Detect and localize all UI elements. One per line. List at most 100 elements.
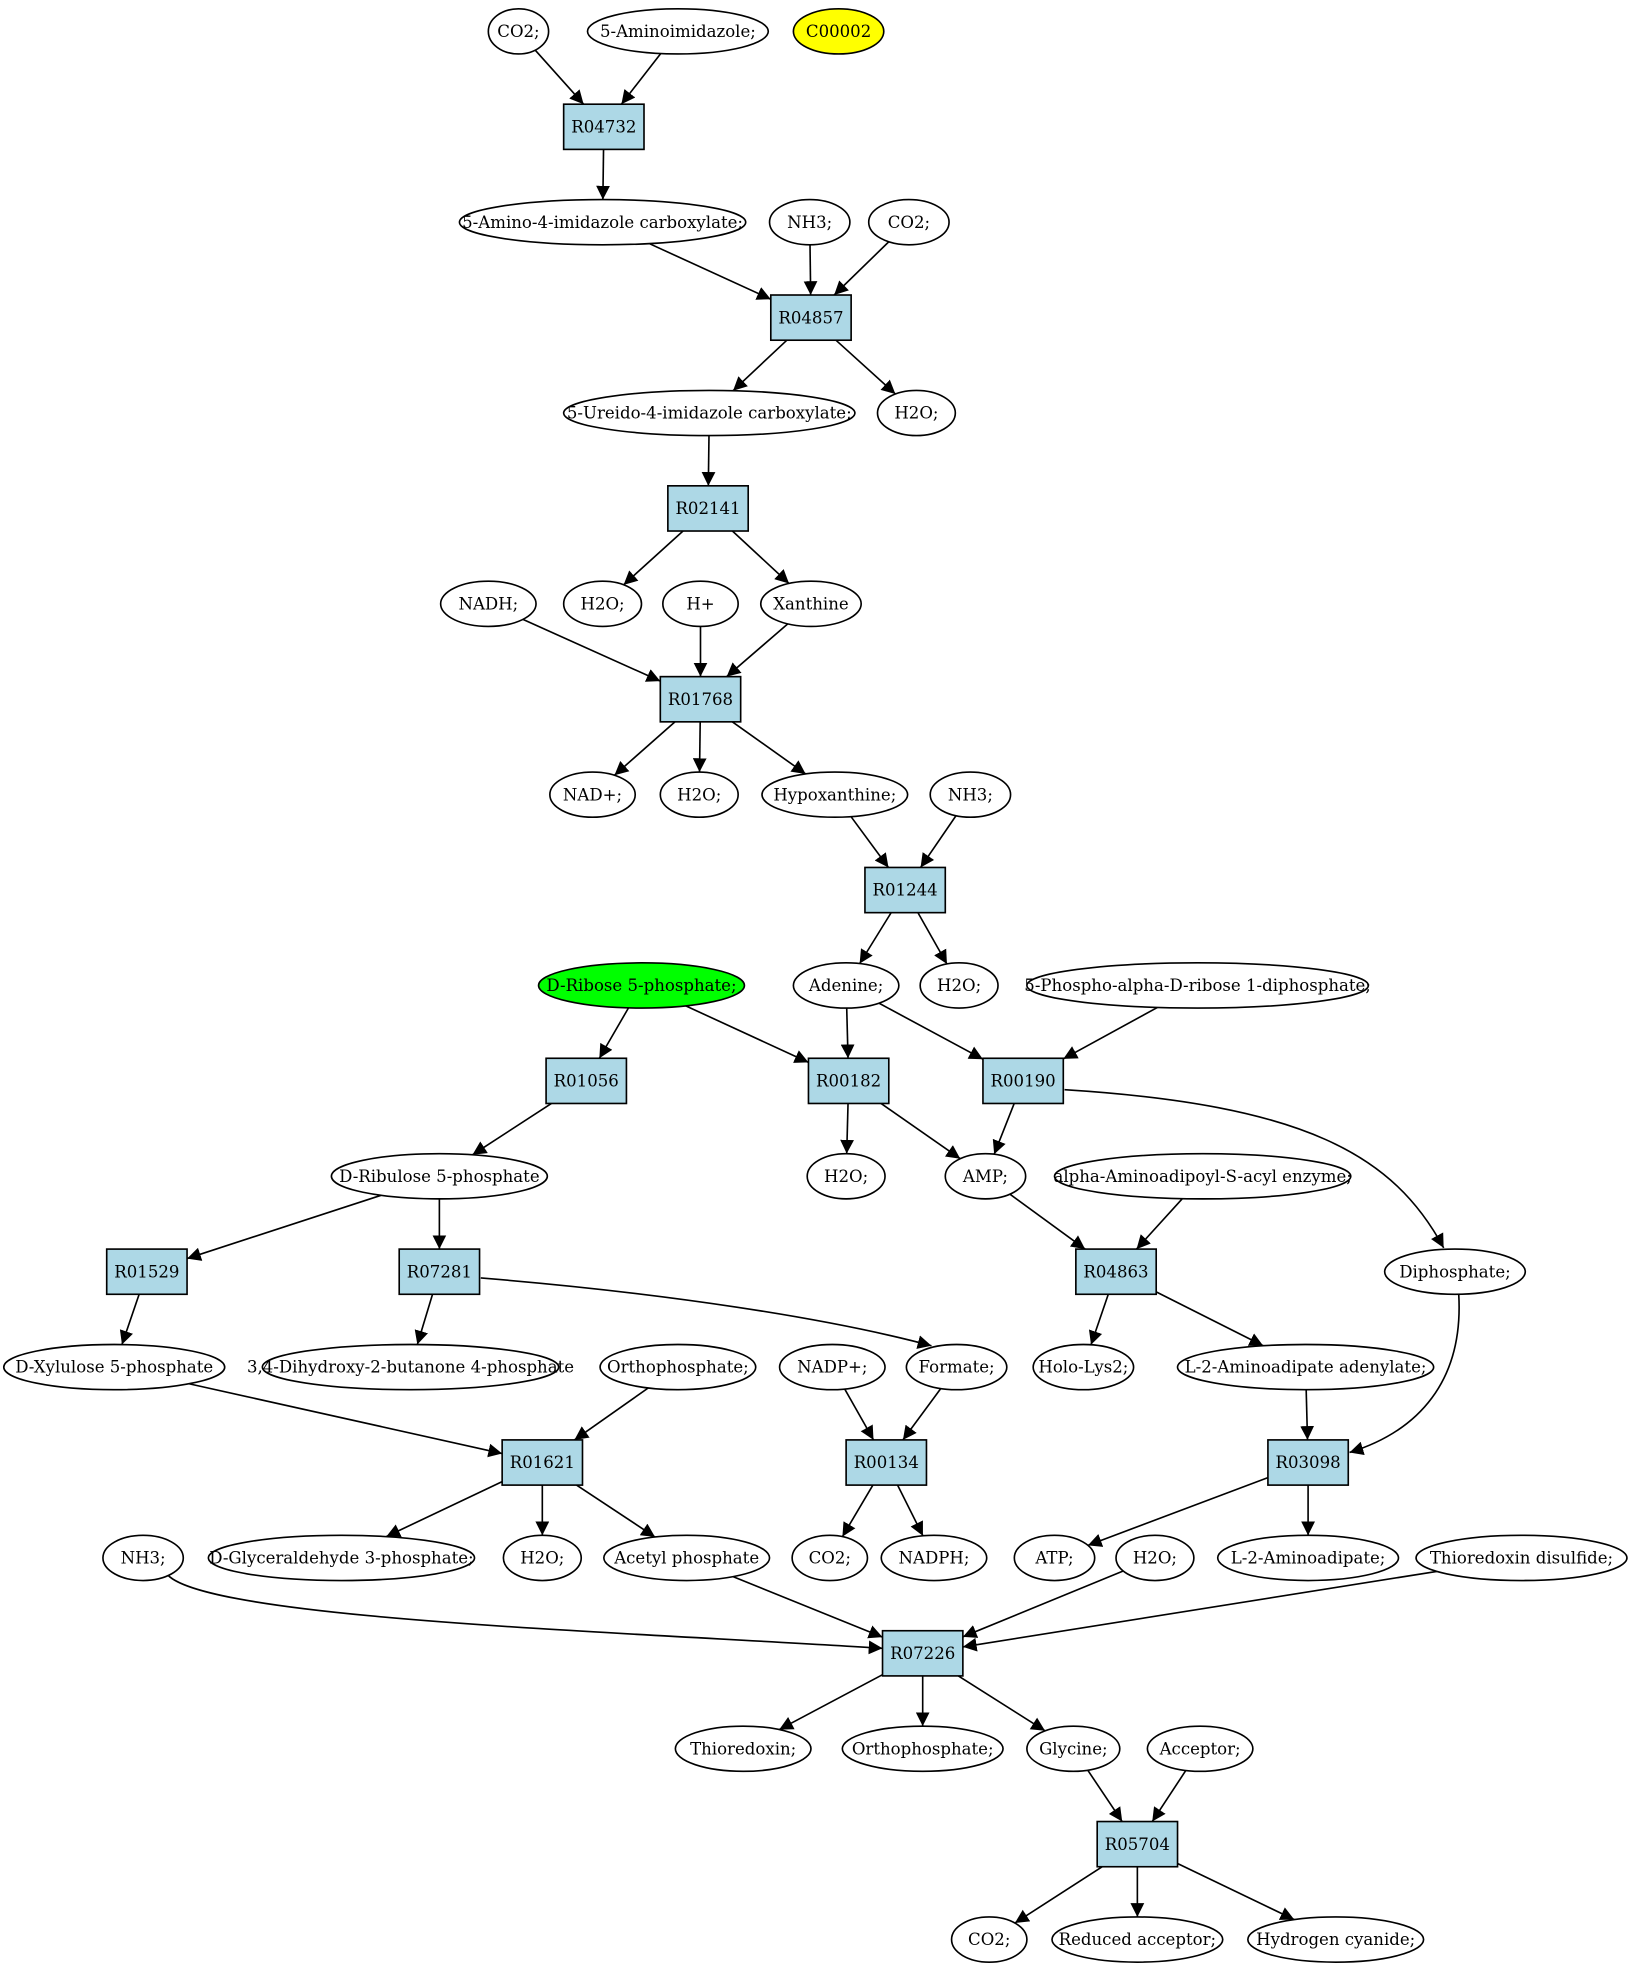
compound-label: CO2; (809, 1549, 851, 1568)
compound-node-orthophosphate-1: Orthophosphate; (599, 1343, 757, 1391)
compound-node-trx-disulfide: Thioredoxin disulfide; (1415, 1534, 1628, 1582)
compound-label: H2O; (937, 976, 981, 995)
reaction-label: R07226 (890, 1644, 955, 1663)
edge-amp-to-R04863 (1009, 1193, 1086, 1250)
edge-R07281-to-formate (480, 1277, 932, 1349)
reaction-node-r00134: R00134 (845, 1439, 928, 1486)
compound-node-prpp: 5-Phospho-alpha-D-ribose 1-diphosphate; (1024, 962, 1371, 1009)
edge-hypoxanthine-to-R01244 (850, 816, 890, 868)
compound-node-diphosphate: Diphosphate; (1383, 1248, 1527, 1296)
compound-node-aminoadipoyl: alpha-Aminoadipoyl-S-acyl enzyme; (1053, 1152, 1352, 1200)
compound-node-holo-lys2: Holo-Lys2; (1032, 1343, 1135, 1391)
compound-label: NADH; (458, 594, 518, 613)
compound-label: Hydrogen cyanide; (1256, 1930, 1415, 1949)
compound-ellipse (1115, 1534, 1195, 1582)
compound-label: Acceptor; (1159, 1739, 1241, 1758)
compound-node-aminoimidazole: 5-Aminoimidazole; (586, 7, 770, 55)
nodes: CO2;5-Aminoimidazole;C00002R047325-Amino… (2, 7, 1628, 1963)
reaction-label: R01529 (114, 1262, 179, 1281)
compound-ellipse (1026, 962, 1370, 1009)
compound-node-h2o-5: H2O; (806, 1152, 886, 1200)
edge-R05704-to-co2_4 (1014, 1866, 1103, 1924)
reaction-box (105, 1248, 188, 1296)
compound-label: H+ (686, 594, 714, 613)
compound-node-nadph: NADPH; (880, 1534, 988, 1582)
compound-node-l2aa-adenylate: L-2-Aminoadipate adenylate; (1176, 1343, 1435, 1391)
reaction-node-r07226: R07226 (881, 1629, 964, 1677)
reaction-node-r01529: R01529 (105, 1248, 188, 1296)
reaction-box (769, 294, 852, 342)
compound-label: CO2; (968, 1930, 1010, 1949)
edge-adenine-to-R00190 (878, 1002, 984, 1060)
compound-ellipse (1013, 1534, 1096, 1582)
compound-ellipse (2, 1343, 226, 1391)
compound-ellipse (944, 1152, 1027, 1200)
compound-node-ureido: 5-Ureido-4-imidazole carboxylate; (562, 389, 856, 437)
edge-l2aa_adenylate-to-R03098 (1300, 1389, 1315, 1440)
compound-node-co2-1: CO2; (487, 7, 550, 55)
compound-ellipse (586, 7, 770, 55)
compound-ellipse (880, 1534, 988, 1582)
edge-ribose5p-to-R01056 (598, 1007, 630, 1059)
compound-node-formate: Formate; (905, 1343, 1008, 1391)
compound-node-glycine: Glycine; (1026, 1725, 1121, 1773)
compound-label: H2O; (581, 594, 625, 613)
compound-ellipse (792, 962, 900, 1009)
compound-label: Diphosphate; (1399, 1262, 1511, 1281)
compound-label: 5-Amino-4-imidazole carboxylate; (462, 213, 743, 232)
compound-node-hcn: Hydrogen cyanide; (1247, 1916, 1425, 1963)
edge-R00182-to-amp (880, 1102, 961, 1160)
edge-R03098-to-atp (1087, 1476, 1269, 1547)
reaction-box (659, 675, 742, 723)
compound-label: Orthophosphate; (607, 1358, 749, 1377)
compound-label: D-Xylulose 5-phosphate (15, 1358, 213, 1377)
reaction-box (881, 1629, 964, 1677)
compound-ellipse (867, 198, 950, 246)
compound-label: Thioredoxin disulfide; (1430, 1549, 1613, 1568)
compound-label: H2O; (1133, 1549, 1177, 1568)
compound-node-g3p: D-Glyceraldehyde 3-phosphate; (207, 1534, 476, 1582)
compound-ellipse (599, 1343, 757, 1391)
edge-xylulose5p-to-R01621 (188, 1382, 503, 1458)
reaction-label: R00134 (854, 1453, 919, 1472)
reaction-label: R04732 (571, 117, 636, 136)
compound-ellipse (1176, 1343, 1435, 1391)
reaction-node-r02141: R02141 (667, 485, 750, 532)
compound-ellipse (261, 1343, 560, 1391)
compound-label: H2O; (824, 1167, 868, 1186)
compound-node-reduced-acceptor: Reduced acceptor; (1051, 1916, 1224, 1963)
reaction-box (1267, 1439, 1350, 1486)
edge-orthophosphate_1-to-R01621 (573, 1387, 649, 1441)
reaction-node-r04863: R04863 (1075, 1248, 1158, 1296)
compound-ellipse (1053, 1152, 1352, 1200)
reaction-label: R05704 (1105, 1835, 1170, 1854)
compound-label: L-2-Aminoadipate adenylate; (1185, 1358, 1427, 1377)
compound-label: Xanthine (773, 594, 848, 613)
edge-aica-to-R04857 (648, 242, 772, 300)
reaction-box (562, 103, 645, 151)
reaction-node-r01244: R01244 (864, 866, 947, 914)
compound-label: NADPH; (899, 1549, 970, 1568)
compound-node-h2o-7: H2O; (1115, 1534, 1195, 1582)
compound-ellipse (207, 1534, 476, 1582)
edge-R00134-to-nadph (896, 1484, 924, 1537)
edge-prpp-to-R00190 (1062, 1006, 1158, 1060)
reaction-label: R07281 (407, 1262, 472, 1281)
reaction-box (845, 1439, 928, 1486)
compound-ellipse (1383, 1248, 1527, 1296)
edge-co2_2-to-R04857 (833, 241, 890, 296)
edge-R01768-to-nadplus (613, 721, 676, 776)
compound-label: L-2-Aminoadipate; (1231, 1549, 1386, 1568)
edge-glycine-to-R05704 (1087, 1769, 1123, 1822)
edge-R01768-to-h2o_3 (692, 721, 707, 773)
edge-nh3_1-to-R04857 (803, 244, 818, 296)
edge-nh3_2-to-R01244 (919, 815, 957, 868)
compound-label: NAD+; (563, 785, 622, 804)
edge-acetyl_phosphate-to-R07226 (732, 1575, 883, 1639)
compound-node-h2o-1: H2O; (876, 389, 957, 437)
reaction-box (398, 1248, 481, 1296)
edge-diphosphate-to-R03098 (1349, 1294, 1460, 1455)
compound-ellipse (791, 1534, 869, 1582)
compound-ellipse (1415, 1534, 1628, 1582)
